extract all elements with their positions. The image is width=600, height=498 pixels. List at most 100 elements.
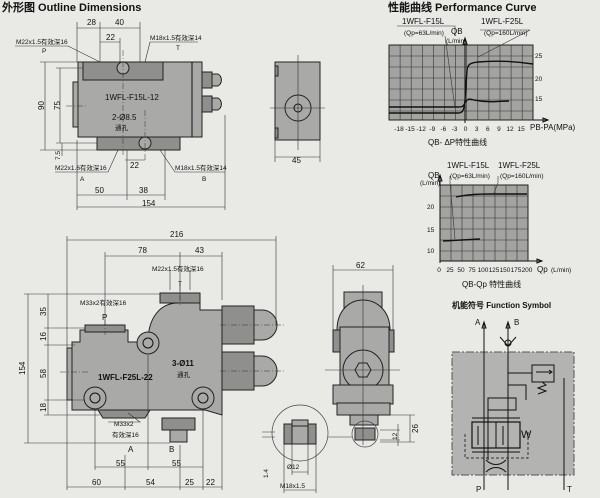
dim-43: 43 bbox=[195, 246, 204, 255]
x-tick: -18 bbox=[394, 126, 404, 133]
x-tick: -6 bbox=[441, 126, 447, 133]
dim-26: 26 bbox=[411, 424, 420, 433]
x-tick: 150 bbox=[500, 267, 511, 274]
function-symbol: 机能符号 Function Symbol A B P T W bbox=[451, 300, 575, 494]
y-axis-label: QB bbox=[428, 171, 440, 180]
y-axis-unit: (L/min) bbox=[446, 38, 466, 45]
orifice bbox=[485, 459, 507, 473]
dim-7-5: 7.5 bbox=[55, 151, 62, 160]
curve-f15l bbox=[389, 98, 510, 108]
port-a: A bbox=[475, 318, 481, 327]
series-label: 1WFL-F15L bbox=[447, 161, 490, 170]
port-b-label: B bbox=[202, 176, 206, 183]
dim-40: 40 bbox=[115, 18, 124, 27]
x-tick: 200 bbox=[522, 267, 533, 274]
plug-upper bbox=[221, 305, 278, 345]
view2-dimensions: 216 78 43 M22x1.5有效深16 T M33x2 有效深16 P 15… bbox=[18, 230, 277, 490]
dim-62: 62 bbox=[356, 261, 365, 270]
y-tick: 15 bbox=[535, 96, 543, 103]
view1-side: 45 bbox=[270, 55, 325, 165]
dim-45: 45 bbox=[292, 156, 301, 165]
qb-qp-chart: 1WFL-F15L (Qp=63L/min) 1WFL-F25L (Qp=160… bbox=[420, 161, 571, 289]
dim-22-lower: 22 bbox=[130, 161, 139, 170]
curve-f25l bbox=[389, 60, 534, 114]
y-tick: 15 bbox=[427, 227, 435, 234]
port-p: P bbox=[476, 485, 481, 494]
dim-55: 55 bbox=[116, 459, 125, 468]
dim-54: 54 bbox=[146, 478, 155, 487]
x-tick: 6 bbox=[486, 126, 490, 133]
plug-lower bbox=[201, 95, 222, 113]
relief-valve bbox=[531, 364, 555, 383]
dim-60: 60 bbox=[92, 478, 101, 487]
port-p-label: P bbox=[102, 313, 107, 322]
x-tick: 100 bbox=[478, 267, 489, 274]
chart-axes bbox=[462, 36, 550, 123]
holes-note: 通孔 bbox=[177, 370, 191, 379]
x-tick: -3 bbox=[452, 126, 458, 133]
port-a-thread: M22x1.6有效深16 bbox=[55, 163, 107, 172]
detail-diameter: Ø12 bbox=[287, 464, 300, 471]
port-t-thread: M22x1.5有效深16 bbox=[152, 264, 204, 273]
series-note: (Qp=160L/min) bbox=[484, 30, 528, 37]
detail-view: Ø12 M18x1.5 1.4 bbox=[262, 404, 352, 493]
x-tick: 0 bbox=[464, 126, 468, 133]
port-a-label: A bbox=[128, 445, 134, 454]
model-label: 1WFL-F25L-22 bbox=[98, 373, 153, 382]
view1-dimensions: 28 40 22 90 75 7.5 22 50 38 154 M22x1.5有… bbox=[15, 18, 227, 210]
dim-28: 28 bbox=[87, 18, 96, 27]
x-axis-unit: (L/min) bbox=[551, 267, 571, 274]
dim-50: 50 bbox=[95, 186, 104, 195]
x-axis-label: PB-PA(MPa) bbox=[530, 123, 576, 132]
series-label: 1WFL-F25L bbox=[498, 161, 541, 170]
dim-78: 78 bbox=[138, 246, 147, 255]
dim-58: 58 bbox=[39, 369, 48, 378]
port-a-depth: 有效深16 bbox=[112, 430, 139, 439]
dim-154: 154 bbox=[142, 199, 156, 208]
port-t: T bbox=[567, 485, 572, 494]
x-tick: 75 bbox=[468, 267, 476, 274]
port-p-thread: M22x1.5有效深16 bbox=[16, 37, 68, 46]
port-a-thread: M33x2 bbox=[114, 421, 134, 428]
dim-35: 35 bbox=[39, 307, 48, 316]
x-tick: -12 bbox=[416, 126, 426, 133]
series-note: (Qp=63L/min) bbox=[450, 173, 490, 180]
x-tick: 9 bbox=[497, 126, 501, 133]
holes-label: 3-Ø11 bbox=[172, 359, 194, 368]
x-tick: 175 bbox=[511, 267, 522, 274]
dim-216: 216 bbox=[170, 230, 184, 239]
port-b-label: B bbox=[169, 445, 174, 454]
dim-16: 16 bbox=[39, 332, 48, 341]
port-b: B bbox=[514, 318, 519, 327]
y-axis-label: QB bbox=[451, 27, 463, 36]
x-axis-label: Qp bbox=[537, 265, 548, 274]
dim-25: 25 bbox=[185, 478, 194, 487]
port-a-label: A bbox=[80, 176, 85, 183]
port-p-label: P bbox=[42, 48, 46, 55]
port-t-label: T bbox=[178, 281, 182, 288]
y-tick: 10 bbox=[427, 248, 435, 255]
chart-caption: QB- ΔP特性曲线 bbox=[428, 137, 487, 147]
spring-label: W bbox=[521, 429, 532, 441]
dim-18: 18 bbox=[39, 403, 48, 412]
series-note: (Qp=63L/min) bbox=[404, 30, 444, 37]
y-tick: 25 bbox=[535, 53, 543, 60]
x-tick: -9 bbox=[429, 126, 435, 133]
plug-upper bbox=[201, 71, 222, 89]
dim-75: 75 bbox=[53, 101, 62, 110]
port-t-label: T bbox=[176, 45, 180, 52]
dim-154: 154 bbox=[18, 361, 27, 375]
dim-55-right: 55 bbox=[172, 459, 181, 468]
detail-thread: M18x1.5 bbox=[280, 483, 305, 490]
chart-axes bbox=[437, 173, 544, 264]
model-label: 1WFL-F15L-12 bbox=[105, 93, 159, 102]
y-tick: 20 bbox=[427, 204, 435, 211]
series-label: 1WFL-F25L bbox=[481, 17, 524, 26]
port-b-thread: M18x1.5有效深14 bbox=[175, 163, 227, 172]
curve-f25l bbox=[455, 193, 527, 198]
x-tick: 25 bbox=[446, 267, 454, 274]
port-t-thread: M18x1.5有效深14 bbox=[150, 33, 202, 42]
dim-22: 22 bbox=[106, 33, 115, 42]
holes-note: 通孔 bbox=[115, 123, 129, 132]
